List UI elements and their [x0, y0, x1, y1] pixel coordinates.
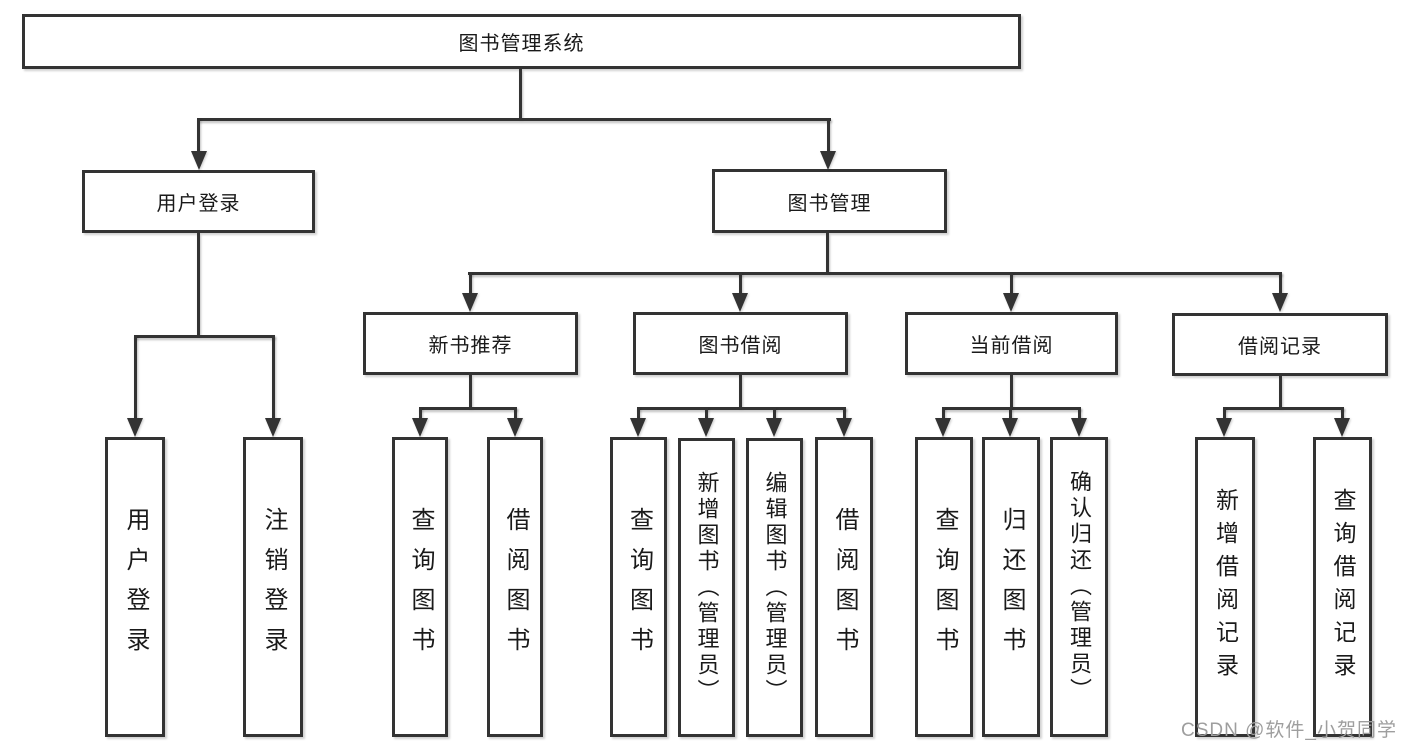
connector-line — [197, 118, 200, 155]
node-user-login: 用户登录 — [82, 170, 315, 233]
node-label: 图书借阅 — [698, 335, 783, 357]
connector-line — [198, 118, 831, 121]
leaf-label: 确认归还（管理员） — [1067, 470, 1092, 704]
connector-line — [514, 407, 517, 423]
arrow-down-icon — [1334, 418, 1350, 437]
arrow-down-icon — [698, 418, 714, 437]
leaf-confirm-return-admin: 确认归还（管理员） — [1050, 437, 1108, 737]
leaf-label: 借阅图书 — [831, 507, 858, 667]
connector-line — [1223, 407, 1226, 423]
leaf-label: 新增借阅记录 — [1212, 488, 1239, 686]
leaf-return-books: 归还图书 — [982, 437, 1040, 737]
leaf-borrow-books: 借阅图书 — [815, 437, 873, 737]
arrow-down-icon — [1003, 293, 1019, 312]
connector-line — [419, 407, 517, 410]
leaf-label: 查询图书 — [407, 507, 434, 667]
leaf-user-login: 用户登录 — [105, 437, 165, 737]
connector-line — [637, 407, 846, 410]
connector-line — [637, 407, 640, 423]
node-book-borrowing: 图书借阅 — [633, 312, 848, 375]
connector-line — [1009, 407, 1012, 423]
arrow-down-icon — [412, 418, 428, 437]
leaf-label: 查询图书 — [625, 507, 653, 667]
leaf-label: 新增图书（管理员） — [694, 470, 720, 705]
connector-line — [1010, 375, 1013, 407]
connector-line — [843, 407, 846, 423]
leaf-label: 注销登录 — [260, 507, 287, 667]
arrow-down-icon — [1272, 293, 1288, 312]
connector-line — [705, 407, 708, 423]
connector-line — [134, 335, 137, 422]
node-label: 图书管理 — [787, 192, 872, 215]
connector-line — [1279, 376, 1282, 407]
arrow-down-icon — [1002, 418, 1018, 437]
arrow-down-icon — [1216, 418, 1232, 437]
arrow-down-icon — [1071, 418, 1087, 437]
connector-line — [468, 272, 1282, 275]
connector-line — [469, 272, 472, 296]
leaf-label: 编辑图书（管理员） — [762, 470, 788, 705]
connector-line — [1078, 407, 1081, 423]
arrow-down-icon — [191, 151, 207, 170]
leaf-label: 归还图书 — [998, 507, 1025, 667]
arrow-down-icon — [507, 418, 523, 437]
node-label: 图书管理系统 — [458, 33, 585, 55]
connector-line — [272, 335, 275, 422]
connector-line — [519, 69, 522, 118]
node-current-borrowing: 当前借阅 — [905, 312, 1118, 375]
connector-line — [1010, 272, 1013, 296]
leaf-add-borrow-record: 新增借阅记录 — [1195, 437, 1255, 737]
watermark: CSDN @软件_小贺同学 — [1181, 720, 1397, 741]
connector-line — [942, 407, 945, 423]
leaf-query-books-current: 查询图书 — [915, 437, 973, 737]
arrow-down-icon — [732, 293, 748, 312]
connector-line — [827, 118, 830, 155]
connector-line — [1279, 272, 1282, 296]
arrow-down-icon — [836, 418, 852, 437]
connector-line — [826, 233, 829, 272]
leaf-edit-books-admin: 编辑图书（管理员） — [746, 438, 803, 737]
leaf-add-books-admin: 新增图书（管理员） — [678, 438, 735, 737]
leaf-borrow-books-recommend: 借阅图书 — [487, 437, 543, 737]
node-label: 借阅记录 — [1238, 336, 1322, 358]
connector-line — [739, 272, 742, 296]
node-label: 用户登录 — [156, 193, 241, 215]
node-book-management: 图书管理 — [712, 169, 947, 233]
arrow-down-icon — [462, 293, 478, 312]
arrow-down-icon — [766, 418, 782, 437]
node-root-library-system: 图书管理系统 — [22, 14, 1021, 69]
leaf-query-books-borrow: 查询图书 — [610, 437, 667, 737]
node-label: 当前借阅 — [969, 335, 1054, 357]
connector-line — [739, 375, 742, 407]
connector-line — [1223, 407, 1344, 410]
connector-line — [773, 407, 776, 423]
arrow-down-icon — [127, 418, 143, 437]
connector-line — [197, 233, 200, 335]
connector-line — [419, 407, 422, 423]
arrow-down-icon — [820, 151, 836, 170]
node-borrowing-records: 借阅记录 — [1172, 313, 1388, 376]
arrow-down-icon — [265, 418, 281, 437]
leaf-query-books-recommend: 查询图书 — [392, 437, 448, 737]
leaf-label: 用户登录 — [122, 507, 149, 667]
arrow-down-icon — [935, 418, 951, 437]
connector-line — [134, 335, 275, 338]
leaf-label: 查询图书 — [931, 507, 958, 667]
leaf-query-borrow-record: 查询借阅记录 — [1313, 437, 1372, 737]
node-label: 新书推荐 — [428, 335, 513, 357]
leaf-label: 查询借阅记录 — [1330, 488, 1356, 686]
connector-line — [469, 375, 472, 407]
node-new-book-recommendation: 新书推荐 — [363, 312, 578, 375]
leaf-logout: 注销登录 — [243, 437, 303, 737]
leaf-label: 借阅图书 — [502, 507, 529, 667]
arrow-down-icon — [630, 418, 646, 437]
connector-line — [1341, 407, 1344, 423]
